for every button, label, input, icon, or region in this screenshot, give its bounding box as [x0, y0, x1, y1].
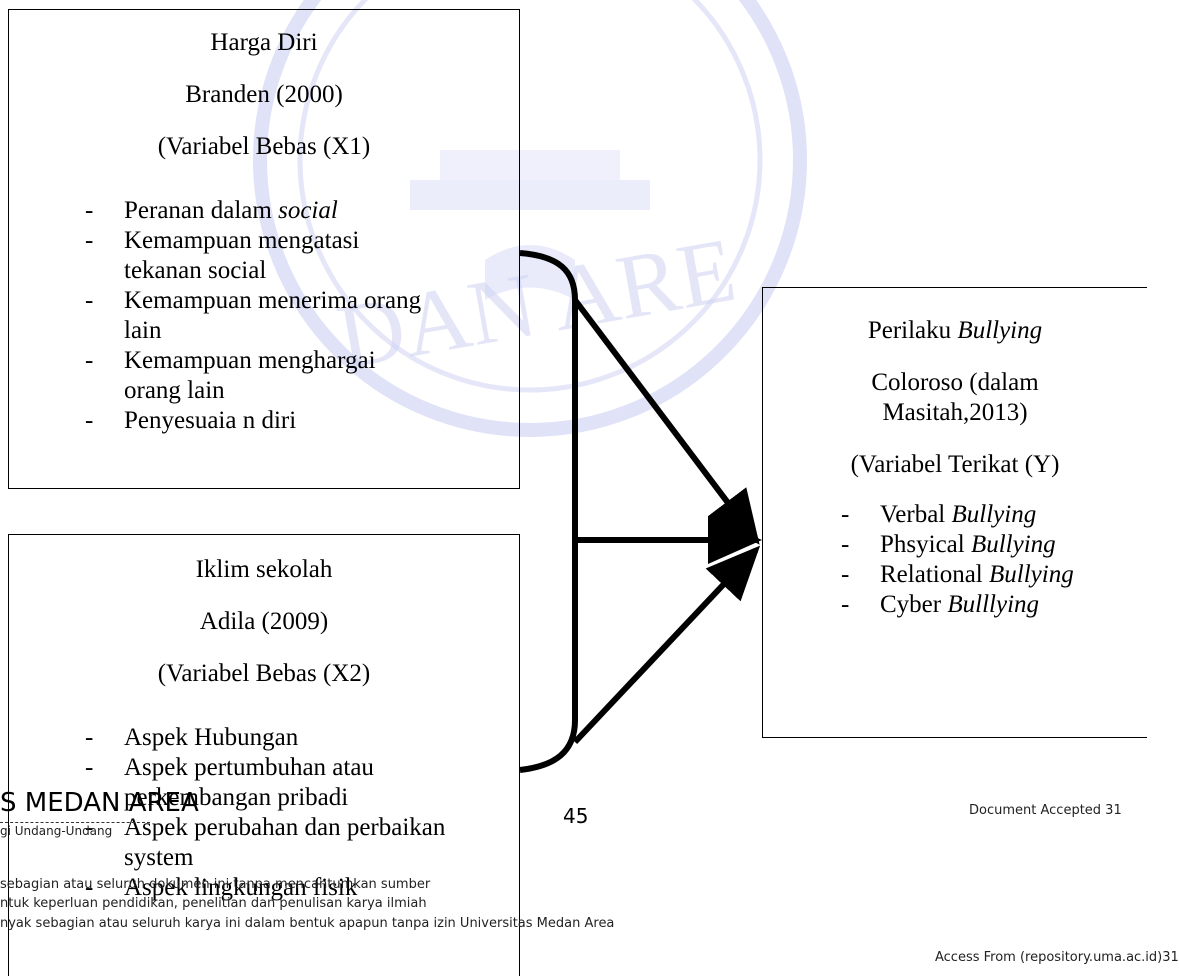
footer-line-1: sebagian atau seluruh dokumen ini tanpa … — [0, 877, 431, 892]
footer-accepted: Document Accepted 31 — [969, 803, 1122, 818]
x2-box: Iklim sekolah Adila (2009) (Variabel Beb… — [8, 534, 520, 976]
footer-line-2: ntuk keperluan pendidikan, penelitian da… — [0, 896, 427, 911]
y-box: Perilaku Bullying Coloroso (dalam Masita… — [762, 287, 1147, 738]
x2-title: Iklim sekolah — [195, 556, 333, 583]
x1-title: Harga Diri — [210, 29, 318, 56]
x2-item: Aspek Hubungan — [9, 723, 449, 753]
y-item: Phsyical Bullying — [763, 530, 1147, 560]
y-item: Cyber Bulllying — [763, 590, 1147, 620]
y-item: Verbal Bullying — [763, 500, 1147, 530]
x1-box: Harga Diri Branden (2000) (Variabel Beba… — [8, 9, 520, 489]
x1-item: Kemampuan menerima orang lain — [9, 286, 429, 346]
footer-line-3: nyak sebagian atau seluruh karya ini dal… — [0, 916, 615, 931]
y-item-list: Verbal Bullying Phsyical Bullying Relati… — [763, 500, 1147, 620]
x2-item: Aspek perubahan dan perbaikan system — [9, 813, 449, 873]
x1-item: Kemampuan menghargai orang lain — [9, 346, 429, 406]
x1-item: Kemampuan mengatasi tekanan social — [9, 226, 429, 286]
x2-item: Aspek pertumbuhan atau perkembangan prib… — [9, 753, 449, 813]
x1-item: Penyesuaia n diri — [9, 406, 429, 436]
x2-item: Aspek lingkungan fisik — [9, 873, 449, 903]
x1-role: (Variabel Bebas (X1) — [157, 133, 371, 160]
arrow-bottom — [572, 545, 761, 745]
footer-university: S MEDAN AREA — [0, 788, 199, 818]
x1-item-list: Peranan dalam social Kemampuan mengatasi… — [9, 196, 429, 436]
footer-access: Access From (repository.uma.ac.id)31 — [935, 950, 1179, 965]
x1-author: Branden (2000) — [185, 81, 343, 108]
x2-author: Adila (2009) — [199, 608, 329, 635]
footer-divider — [0, 822, 150, 823]
x2-item-list: Aspek Hubungan Aspek pertumbuhan atau pe… — [9, 723, 449, 903]
page-number: 45 — [563, 804, 589, 828]
y-item: Relational Bullying — [763, 560, 1147, 590]
y-author: Coloroso (dalam Masitah,2013) — [871, 369, 1039, 426]
y-role: (Variabel Terikat (Y) — [850, 451, 1060, 478]
x2-role: (Variabel Bebas (X2) — [157, 660, 371, 687]
y-title: Perilaku Bullying — [867, 317, 1043, 344]
x1-item: Peranan dalam social — [9, 196, 429, 226]
footer-undang: gi Undang-Undang — [0, 824, 113, 838]
